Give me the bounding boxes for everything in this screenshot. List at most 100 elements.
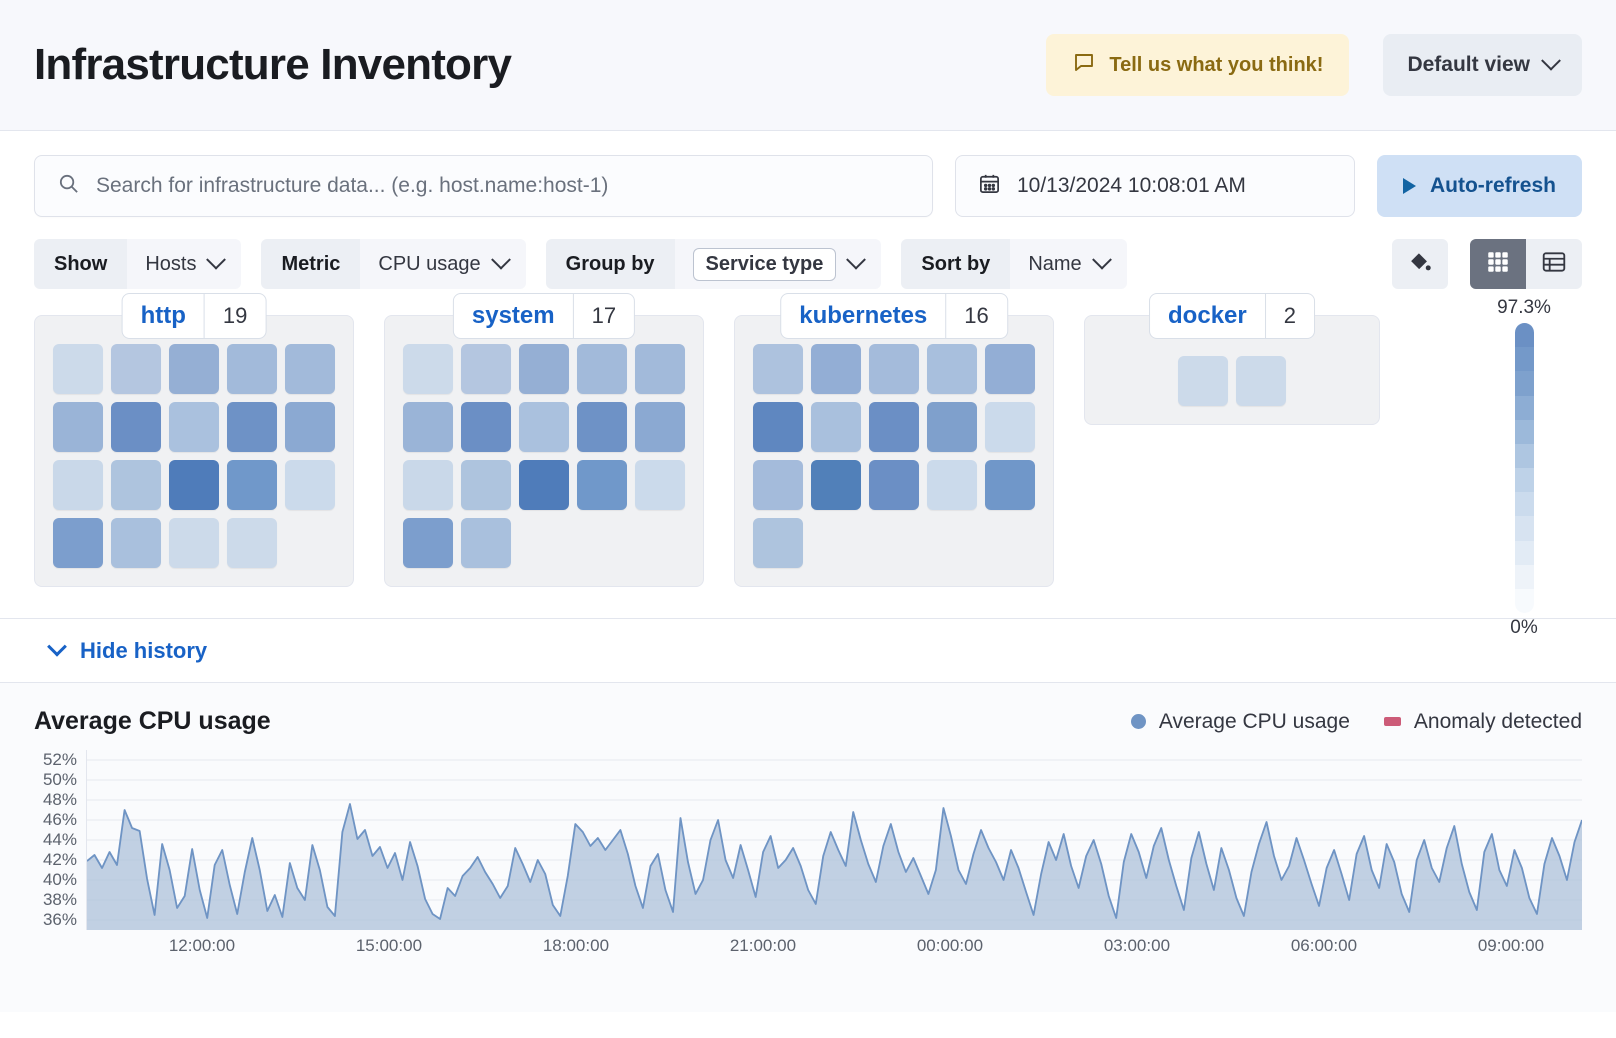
- filter-group-by: Group by Service type: [545, 239, 882, 289]
- host-tile[interactable]: [403, 518, 453, 568]
- host-tile[interactable]: [927, 344, 977, 394]
- filter-metric-value[interactable]: CPU usage: [360, 239, 526, 289]
- y-tick-label: 40%: [42, 870, 77, 889]
- host-tile[interactable]: [461, 460, 511, 510]
- host-tile[interactable]: [169, 518, 219, 568]
- host-tile[interactable]: [577, 402, 627, 452]
- host-tile[interactable]: [403, 460, 453, 510]
- host-tile[interactable]: [985, 344, 1035, 394]
- legend-item-average-cpu-usage[interactable]: Average CPU usage: [1130, 709, 1350, 734]
- host-tile[interactable]: [869, 344, 919, 394]
- x-tick-label: 12:00:00: [168, 936, 236, 955]
- host-tile[interactable]: [519, 402, 569, 452]
- legend-square-icon: [1383, 717, 1401, 726]
- host-tile[interactable]: [927, 402, 977, 452]
- legend-max-label: 97.3%: [1497, 297, 1551, 318]
- host-tile[interactable]: [403, 344, 453, 394]
- area-chart-svg: [86, 759, 1583, 930]
- host-tile[interactable]: [227, 518, 277, 568]
- host-tile[interactable]: [811, 344, 861, 394]
- host-tile[interactable]: [227, 460, 277, 510]
- host-tile[interactable]: [403, 402, 453, 452]
- legend-gradient-bar: [1514, 323, 1534, 613]
- host-tile[interactable]: [461, 518, 511, 568]
- feedback-button[interactable]: Tell us what you think!: [1046, 34, 1350, 96]
- host-tile[interactable]: [285, 402, 335, 452]
- filter-sort-by-value[interactable]: Name: [1010, 239, 1127, 289]
- host-tile[interactable]: [111, 402, 161, 452]
- host-tile[interactable]: [753, 344, 803, 394]
- default-view-button[interactable]: Default view: [1383, 34, 1582, 96]
- grid-view-button[interactable]: [1470, 239, 1526, 289]
- grid-view-icon: [1485, 249, 1511, 280]
- group-name-http: http: [140, 302, 186, 329]
- host-tile[interactable]: [753, 402, 803, 452]
- host-tile[interactable]: [811, 460, 861, 510]
- search-input[interactable]: Search for infrastructure data... (e.g. …: [34, 155, 933, 217]
- host-tile[interactable]: [753, 460, 803, 510]
- host-tile[interactable]: [869, 402, 919, 452]
- host-tile[interactable]: [985, 460, 1035, 510]
- host-tile[interactable]: [111, 518, 161, 568]
- host-tile[interactable]: [169, 344, 219, 394]
- host-tile[interactable]: [461, 402, 511, 452]
- chart-legend: Average CPU usage Anomaly detected: [1130, 709, 1582, 734]
- host-tile[interactable]: [635, 460, 685, 510]
- host-tile[interactable]: [811, 402, 861, 452]
- host-tile[interactable]: [869, 460, 919, 510]
- page-title: Infrastructure Inventory: [34, 40, 512, 89]
- host-tile[interactable]: [285, 460, 335, 510]
- host-tile[interactable]: [519, 344, 569, 394]
- auto-refresh-button[interactable]: Auto-refresh: [1376, 155, 1582, 217]
- host-tile[interactable]: [53, 402, 103, 452]
- host-tile[interactable]: [519, 460, 569, 510]
- filter-metric-text: CPU usage: [378, 252, 481, 275]
- filter-group-by-value[interactable]: Service type: [674, 239, 882, 289]
- hide-history-toggle[interactable]: Hide history: [0, 619, 1616, 683]
- y-tick-label: 44%: [42, 830, 77, 849]
- host-tile[interactable]: [227, 402, 277, 452]
- host-tile[interactable]: [985, 402, 1035, 452]
- date-picker[interactable]: 10/13/2024 10:08:01 AM: [954, 155, 1355, 217]
- host-tile[interactable]: [169, 460, 219, 510]
- host-tile[interactable]: [577, 344, 627, 394]
- chevron-down-icon: [1541, 50, 1561, 71]
- filter-sort-by-label: Sort by: [901, 239, 1011, 289]
- filter-show-label: Show: [34, 239, 128, 289]
- host-tile[interactable]: [53, 460, 103, 510]
- host-tile[interactable]: [227, 344, 277, 394]
- host-tile[interactable]: [285, 344, 335, 394]
- host-tile[interactable]: [1178, 356, 1228, 406]
- host-tile[interactable]: [927, 460, 977, 510]
- legend-item-anomaly-detected[interactable]: Anomaly detected: [1383, 710, 1582, 734]
- host-tile[interactable]: [635, 402, 685, 452]
- host-tile[interactable]: [169, 402, 219, 452]
- host-tile[interactable]: [1236, 356, 1286, 406]
- y-tick-label: 50%: [42, 770, 77, 789]
- legend-label-average-cpu-usage: Average CPU usage: [1158, 709, 1350, 733]
- host-tile[interactable]: [753, 518, 803, 568]
- plot-area[interactable]: [86, 750, 1583, 930]
- table-view-button[interactable]: [1526, 239, 1582, 289]
- host-tile[interactable]: [53, 518, 103, 568]
- group-count-docker: 2: [1264, 294, 1314, 338]
- default-view-label: Default view: [1407, 53, 1530, 76]
- x-tick-label: 18:00:00: [542, 936, 610, 955]
- host-tile[interactable]: [635, 344, 685, 394]
- host-tile[interactable]: [111, 460, 161, 510]
- color-legend: 97.3% 0%: [1474, 297, 1574, 639]
- filter-show-value[interactable]: Hosts: [127, 239, 242, 289]
- host-tile[interactable]: [577, 460, 627, 510]
- host-tile[interactable]: [461, 344, 511, 394]
- host-tile[interactable]: [111, 344, 161, 394]
- filter-metric: Metric CPU usage: [261, 239, 526, 289]
- host-tile[interactable]: [53, 344, 103, 394]
- palette-button[interactable]: [1392, 239, 1448, 289]
